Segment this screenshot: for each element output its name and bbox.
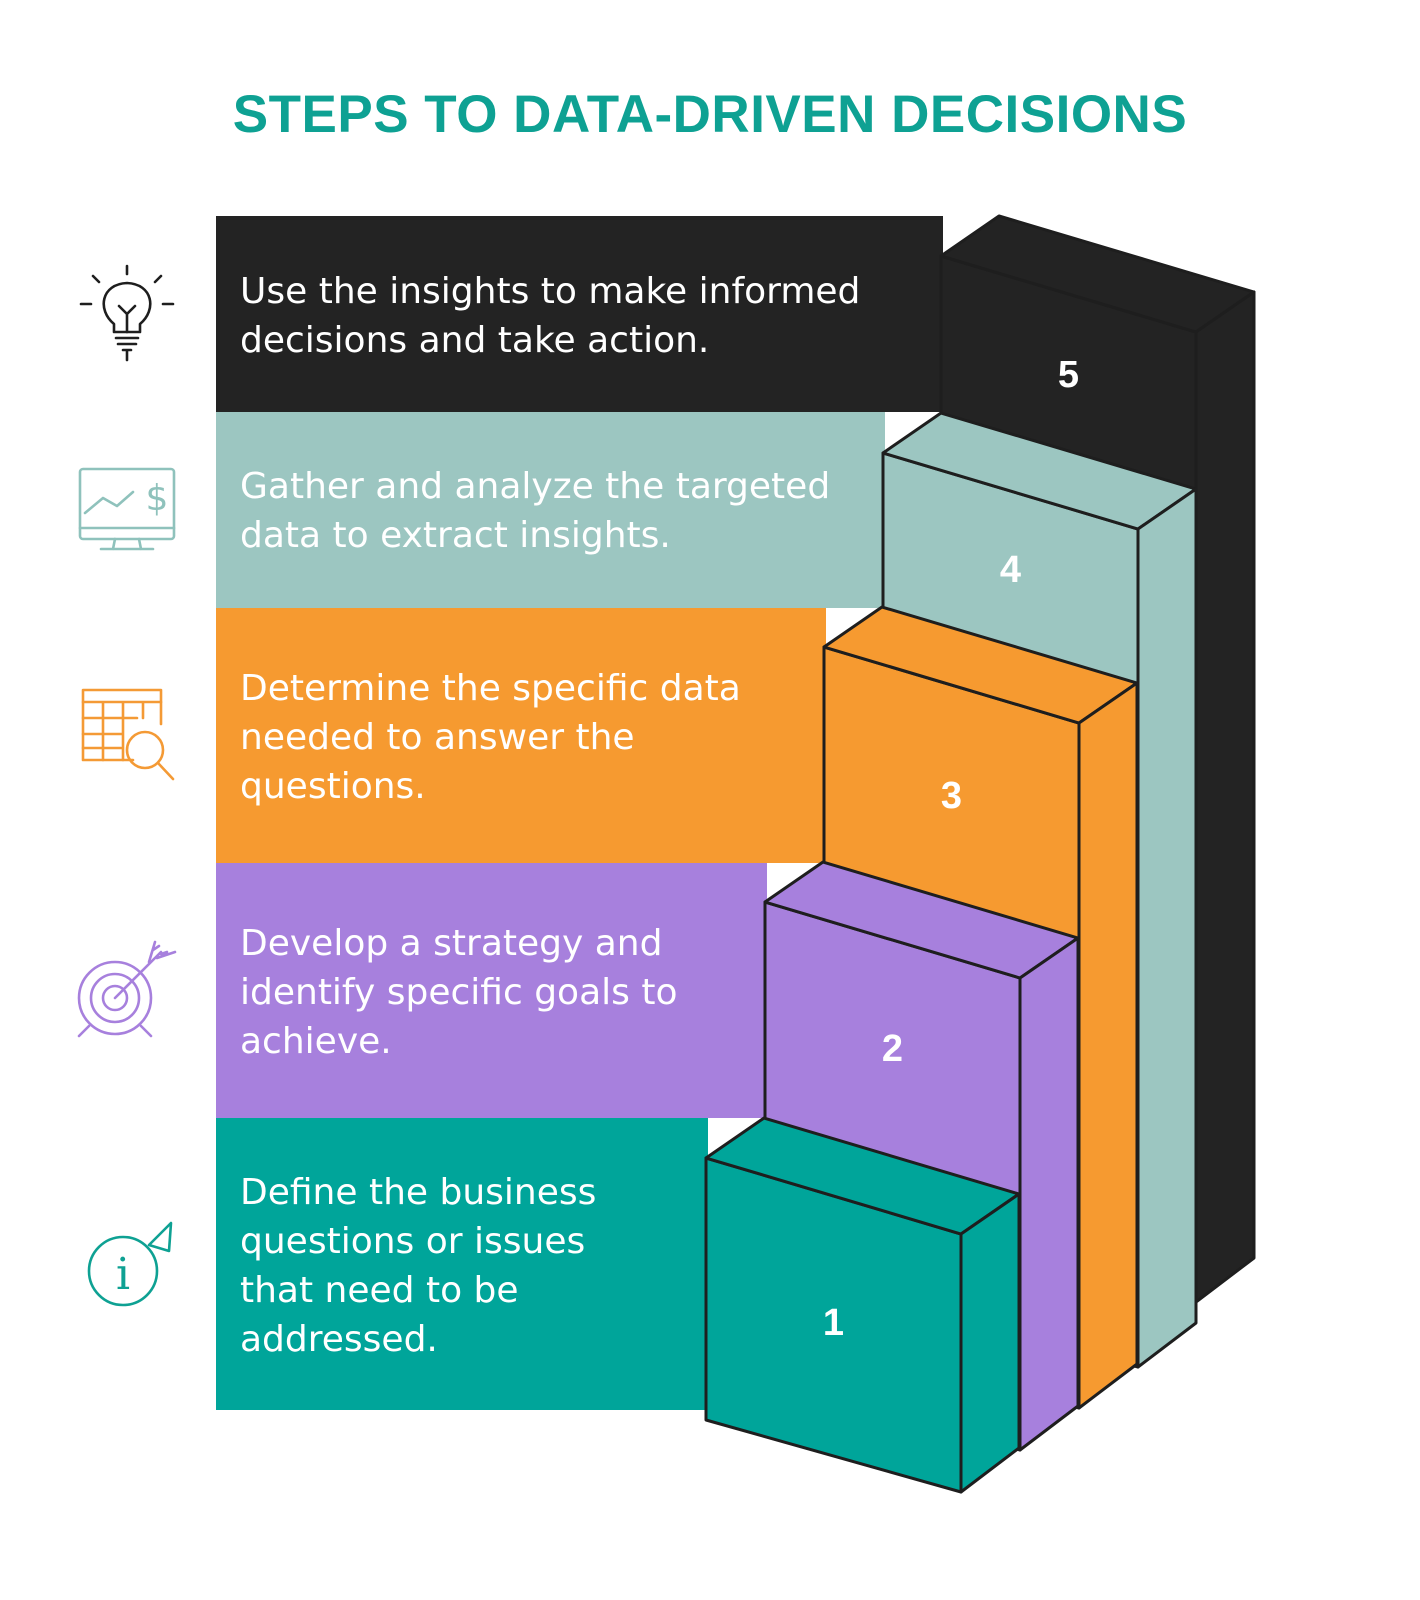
step-icons: $i (77, 264, 177, 1307)
step-number-3: 3 (941, 775, 962, 817)
step-box-1: 1 (704, 1116, 1021, 1494)
step-3-text-line: questions. (240, 766, 426, 807)
step-band-5 (216, 216, 943, 412)
step-3-text-line: Determine the specific data (240, 668, 741, 709)
lightbulb-icon (79, 264, 175, 362)
info-flag-icon: i (87, 1221, 173, 1307)
step-3-text-line: needed to answer the (240, 717, 635, 758)
step-number-4: 4 (1000, 549, 1021, 591)
info-glyph-icon: i (116, 1249, 130, 1300)
target-arrow-icon (77, 940, 177, 1038)
step-1-text-line: that need to be (240, 1270, 519, 1311)
step-band-3 (216, 608, 826, 863)
step-band-2 (216, 863, 767, 1118)
step-1-text-line: questions or issues (240, 1221, 585, 1262)
step-2-text-line: identify specific goals to (240, 972, 677, 1013)
step-band-4 (216, 412, 885, 608)
step-band-1 (216, 1118, 708, 1410)
step-bands: Use the insights to make informed decisio… (216, 216, 943, 1410)
step-4-text-line: data to extract insights. (240, 515, 671, 556)
step-4-text-line: Gather and analyze the targeted (240, 466, 830, 507)
spreadsheet-search-icon (81, 688, 175, 781)
step-number-5: 5 (1058, 354, 1079, 396)
step-2-text-line: achieve. (240, 1021, 392, 1062)
step-1-text-line: addressed. (240, 1319, 438, 1360)
step-5-text-line: Use the insights to make informed (240, 271, 860, 312)
dollar-icon: $ (146, 478, 169, 519)
monitor-dollar-chart-icon: $ (78, 467, 176, 551)
step-number-1: 1 (823, 1302, 844, 1344)
page-title: STEPS TO DATA-DRIVEN DECISIONS (232, 85, 1188, 144)
step-boxes: 5 4 3 2 1 (704, 214, 1256, 1494)
step-number-2: 2 (882, 1028, 903, 1070)
step-1-text-line: Define the business (240, 1172, 596, 1213)
step-5-text-line: decisions and take action. (240, 320, 709, 361)
step-2-text-line: Develop a strategy and (240, 923, 662, 964)
